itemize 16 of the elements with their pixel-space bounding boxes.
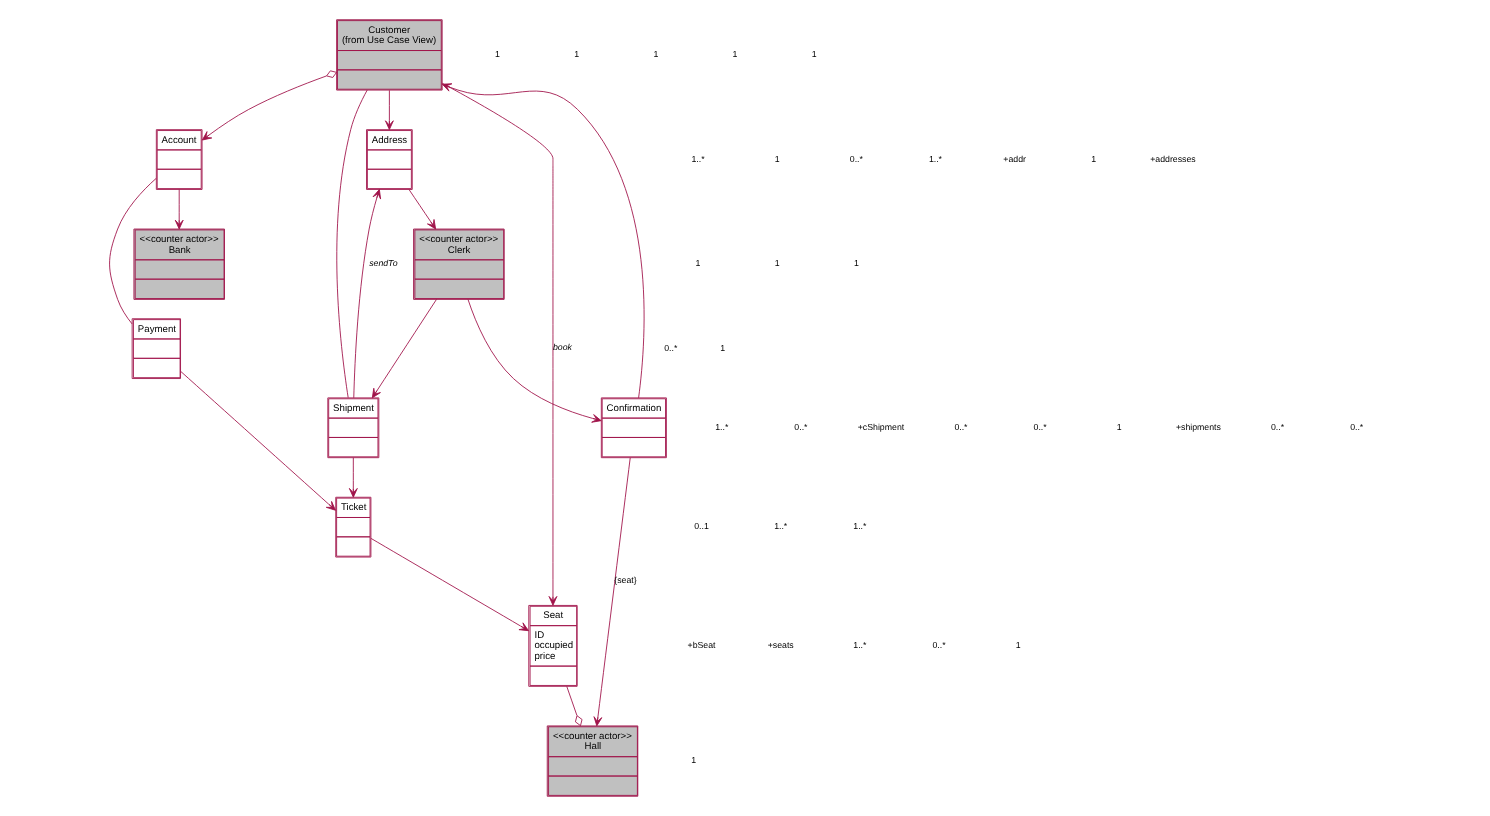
arrow [441,82,558,606]
connector [109,177,157,325]
arrow [353,189,382,399]
arrow [174,189,184,230]
arrow [348,457,358,498]
connector [566,686,583,727]
arrow [201,70,337,141]
arrow [593,457,631,727]
arrow [180,371,336,511]
arrow [370,537,529,632]
arrow [467,298,602,423]
arrow [371,298,437,399]
arrow [441,83,645,399]
arrow [408,189,437,230]
arrow [385,89,394,130]
connector [336,89,368,399]
